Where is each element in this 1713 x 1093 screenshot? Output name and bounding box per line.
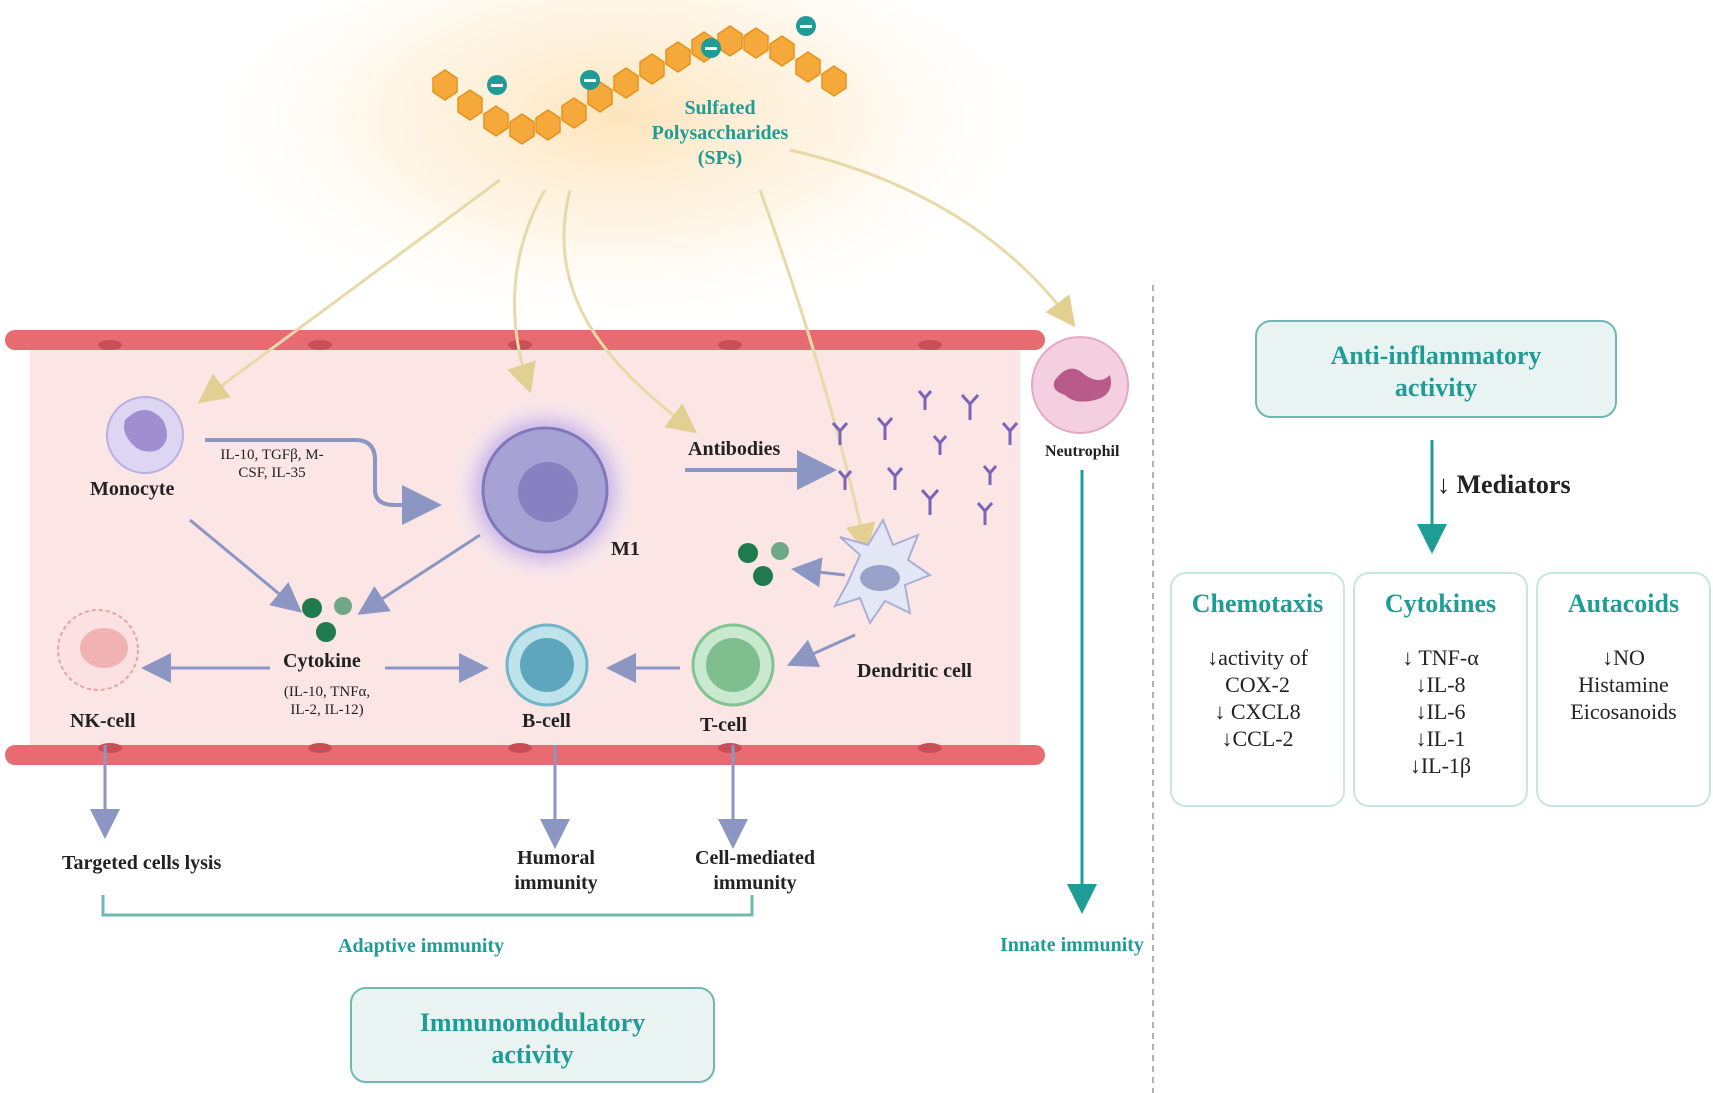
nk-cell-icon xyxy=(57,609,139,691)
cytokine-list-line2: IL-2, IL-12) xyxy=(290,702,364,718)
sps-label-line2: Polysaccharides xyxy=(651,122,789,144)
autacoids-list: ↓NO Histamine Eicosanoids xyxy=(1538,644,1709,725)
polysaccharide-chain-icon xyxy=(432,25,847,145)
autacoids-item: Histamine xyxy=(1578,672,1669,697)
cytokine-list: (IL-10, TNFα, IL-2, IL-12) xyxy=(262,683,392,719)
cytokines-item: ↓ TNF-α xyxy=(1402,645,1479,670)
cell-interaction-arrows xyxy=(90,438,856,849)
chemotaxis-title: Chemotaxis xyxy=(1191,589,1324,618)
monocyte-factors-line2: CSF, IL-35 xyxy=(238,465,306,481)
monocyte-factors-line1: IL-10, TGFβ, M- xyxy=(220,447,324,463)
cellmed-line2: immunity xyxy=(713,872,797,894)
sps-label-line3: (SPs) xyxy=(697,147,743,169)
immunomodulatory-line1: Immunomodulatory xyxy=(419,1008,646,1037)
autacoids-panel: Autacoids ↓NO Histamine Eicosanoids xyxy=(1536,572,1711,807)
dendritic-cell-icon xyxy=(832,517,933,626)
vessel-wall-bottom xyxy=(5,743,1045,765)
negative-charge-icons xyxy=(487,16,816,95)
chemotaxis-panel: Chemotaxis ↓activity of COX-2 ↓ CXCL8 ↓C… xyxy=(1170,572,1345,807)
antibodies-icon xyxy=(831,390,1019,525)
cytokines-item: ↓IL-8 xyxy=(1415,672,1466,697)
dendritic-cell-label: Dendritic cell xyxy=(857,660,972,682)
immunomodulatory-activity-box: Immunomodulatory activity xyxy=(350,987,715,1083)
chemotaxis-item: ↓activity of xyxy=(1207,645,1308,670)
chemotaxis-item: ↓ CXCL8 xyxy=(1214,699,1301,724)
innate-immunity-label: Innate immunity xyxy=(1000,934,1144,956)
cell-mediated-immunity-label: Cell-mediated immunity xyxy=(680,846,830,896)
targeted-lysis-label: Targeted cells lysis xyxy=(62,852,222,874)
chemotaxis-list: ↓activity of COX-2 ↓ CXCL8 ↓CCL-2 xyxy=(1172,644,1343,752)
immunomodulatory-line2: activity xyxy=(491,1040,574,1069)
sps-label: Sulfated Polysaccharides (SPs) xyxy=(640,96,800,171)
b-cell-icon xyxy=(505,623,589,707)
cellmed-line1: Cell-mediated xyxy=(695,847,815,869)
cytokine-label: Cytokine xyxy=(283,650,361,672)
cytokine-molecules-icon xyxy=(302,542,789,642)
humoral-line1: Humoral xyxy=(517,847,595,869)
t-cell-icon xyxy=(691,623,775,707)
mediators-label: ↓ Mediators xyxy=(1437,470,1571,499)
nk-cell-label: NK-cell xyxy=(70,710,136,732)
cytokines-item: ↓IL-6 xyxy=(1415,699,1466,724)
t-cell-label: T-cell xyxy=(700,714,748,736)
neutrophil-cell-icon xyxy=(1031,336,1129,434)
sps-label-line1: Sulfated xyxy=(684,97,756,119)
sps-arrows xyxy=(197,148,1076,554)
monocyte-factors: IL-10, TGFβ, M- CSF, IL-35 xyxy=(212,446,332,482)
b-cell-label: B-cell xyxy=(522,710,571,732)
humoral-immunity-label: Humoral immunity xyxy=(500,846,612,896)
vessel-wall-top xyxy=(5,330,1045,350)
adaptive-bracket xyxy=(101,895,754,917)
sps-glow xyxy=(200,0,1040,370)
anti-inflammatory-title: Anti-inflammatory activity xyxy=(1257,340,1615,404)
antibodies-label: Antibodies xyxy=(688,438,781,460)
chemotaxis-item: ↓CCL-2 xyxy=(1221,726,1294,751)
immunomodulatory-title: Immunomodulatory activity xyxy=(352,1007,713,1071)
cytokines-title: Cytokines xyxy=(1384,589,1497,618)
monocyte-label: Monocyte xyxy=(90,478,175,500)
autacoids-title: Autacoids xyxy=(1567,589,1680,618)
monocyte-cell-icon xyxy=(106,396,184,474)
anti-inflammatory-activity-box: Anti-inflammatory activity xyxy=(1255,320,1617,418)
neutrophil-label: Neutrophil xyxy=(1045,443,1120,460)
cytokines-panel: Cytokines ↓ TNF-α ↓IL-8 ↓IL-6 ↓IL-1 ↓IL-… xyxy=(1353,572,1528,807)
cytokine-list-line1: (IL-10, TNFα, xyxy=(283,684,371,700)
humoral-line2: immunity xyxy=(514,872,598,894)
cytokines-item: ↓IL-1β xyxy=(1409,753,1472,778)
m1-label: M1 xyxy=(611,538,640,560)
anti-inflammatory-line2: activity xyxy=(1394,373,1478,402)
autacoids-item: Eicosanoids xyxy=(1570,699,1677,724)
anti-inflammatory-line1: Anti-inflammatory xyxy=(1330,341,1542,370)
cytokines-item: ↓IL-1 xyxy=(1415,726,1466,751)
autacoids-item: ↓NO xyxy=(1602,645,1645,670)
m1-macrophage-icon xyxy=(450,395,640,585)
chemotaxis-item: COX-2 xyxy=(1225,672,1290,697)
cytokines-list: ↓ TNF-α ↓IL-8 ↓IL-6 ↓IL-1 ↓IL-1β xyxy=(1355,644,1526,779)
adaptive-immunity-label: Adaptive immunity xyxy=(338,935,505,957)
